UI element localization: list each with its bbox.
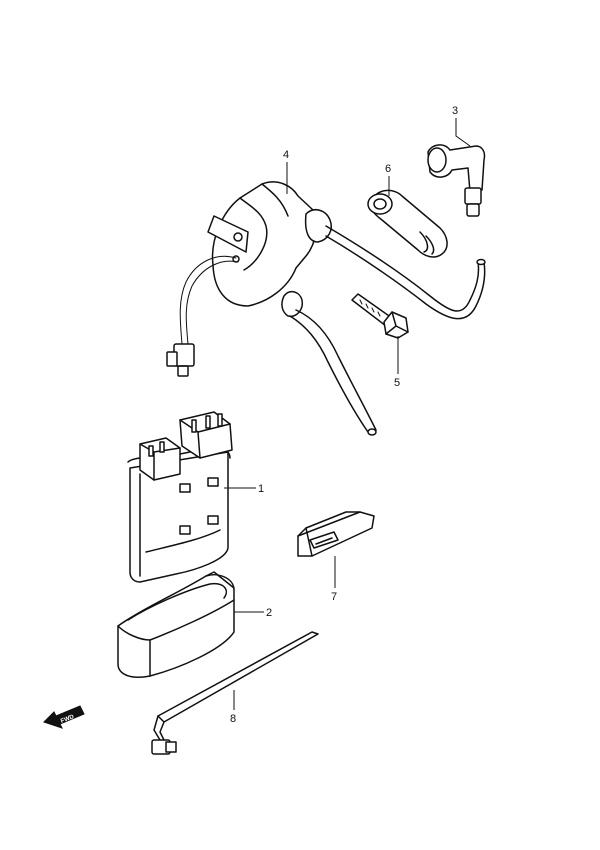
forward-arrow-label: FWD xyxy=(60,714,76,725)
bolt[interactable] xyxy=(351,293,409,339)
callout-7: 7 xyxy=(331,591,337,603)
callout-3: 3 xyxy=(452,105,458,117)
leader-lines xyxy=(224,118,471,710)
callout-4: 4 xyxy=(283,149,289,161)
ground-cable[interactable] xyxy=(151,631,319,755)
rubber-cover[interactable] xyxy=(367,189,448,258)
ignition-coil[interactable] xyxy=(166,181,486,436)
callout-6: 6 xyxy=(385,163,391,175)
callout-5: 5 xyxy=(394,377,400,389)
callout-8: 8 xyxy=(230,713,236,725)
forward-arrow-icon: FWD xyxy=(43,705,85,729)
callout-labels: 1 2 3 4 5 6 7 8 xyxy=(230,105,458,725)
clamp[interactable] xyxy=(297,511,375,557)
callout-2: 2 xyxy=(266,607,272,619)
leader-3 xyxy=(455,118,471,147)
cdi-unit[interactable] xyxy=(127,411,233,583)
spark-plug-cap[interactable] xyxy=(427,144,486,217)
callout-1: 1 xyxy=(258,483,264,495)
cdi-holder[interactable] xyxy=(117,571,235,678)
